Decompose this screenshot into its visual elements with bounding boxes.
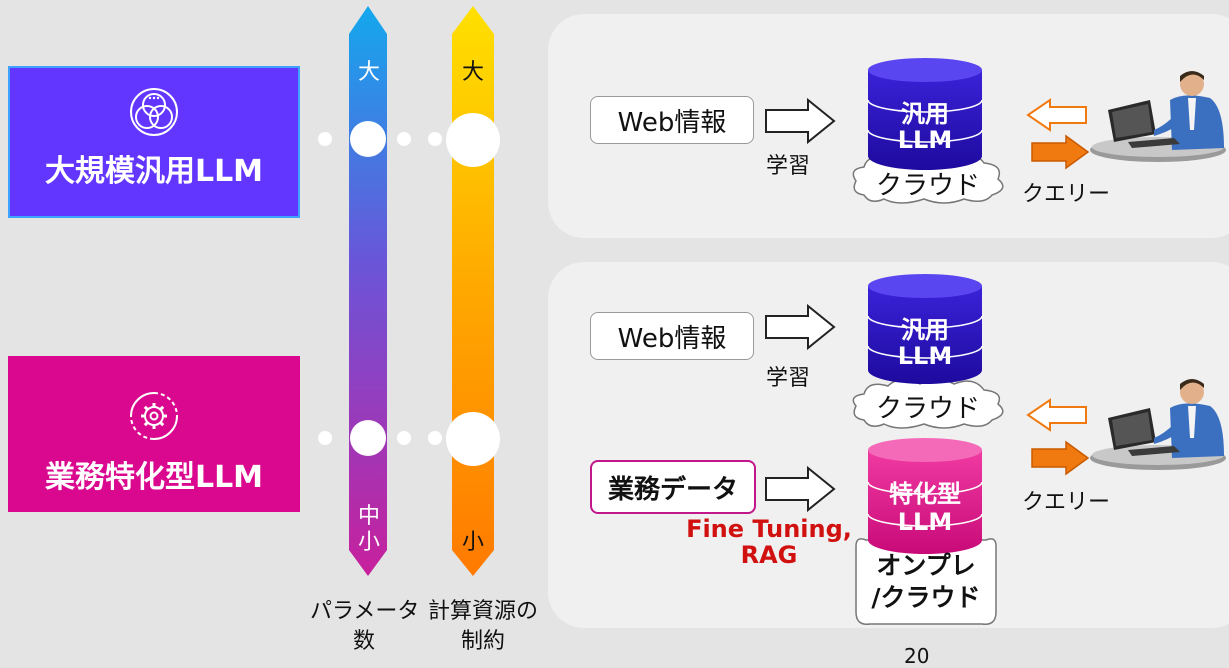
parameter-scale-label: パラメータ 数 [310, 597, 420, 657]
host-line: オンプレ [876, 551, 976, 580]
parameter-marker-specific [350, 420, 386, 456]
parameter-scale-bar [349, 6, 387, 576]
database-general-llm-icon [867, 58, 983, 170]
web-info-box: Web情報 [590, 96, 754, 144]
query-arrow-icon [1031, 440, 1090, 476]
label-line: パラメータ [310, 599, 420, 624]
gear-cycle-icon [130, 392, 178, 440]
category-label: 大規模汎用LLM [44, 154, 264, 189]
label-line: 数 [352, 629, 375, 654]
method-line: Fine Tuning, [686, 515, 852, 543]
connector-dot [428, 431, 442, 445]
category-specific-llm: 業務特化型LLM [8, 356, 300, 512]
connector-dot [428, 132, 442, 146]
db-label-line1: 汎用 [901, 316, 949, 344]
connector-dot [397, 431, 411, 445]
compute-scale-label: 計算資源の 制約 [418, 597, 548, 657]
cloud-label: クラウド [876, 394, 981, 424]
learn-label: 学習 [766, 154, 811, 179]
response-arrow-icon [1026, 398, 1087, 432]
category-label: 業務特化型LLM [44, 460, 264, 495]
db-label-line2: LLM [897, 126, 953, 154]
parameter-marker-general [350, 121, 386, 157]
web-info-box: Web情報 [590, 312, 754, 360]
finetune-arrow-icon [765, 466, 836, 512]
page-number: 20 [904, 644, 930, 668]
compute-marker-specific [446, 412, 500, 466]
compute-marker-general [446, 113, 500, 167]
query-label: クエリー [1022, 490, 1111, 515]
parameter-scale-mid: 中 [358, 504, 381, 529]
query-label: クエリー [1022, 182, 1111, 207]
compute-scale-high: 大 [462, 60, 485, 85]
connector-dot [397, 132, 411, 146]
compute-scale-low: 小 [462, 530, 485, 555]
learn-arrow-icon [765, 304, 836, 350]
compute-scale-bar [452, 6, 494, 576]
learn-label: 学習 [766, 366, 811, 391]
user-at-computer-icon [1090, 379, 1226, 470]
label-line: 計算資源の [427, 599, 538, 624]
learn-arrow-icon [765, 98, 836, 144]
database-general-llm-icon [867, 274, 983, 384]
database-specific-llm-icon [867, 438, 983, 554]
response-arrow-icon [1026, 98, 1087, 132]
cloud-label: クラウド [876, 171, 981, 201]
onprem-cloud-box [855, 538, 997, 625]
business-data-box: 業務データ [590, 460, 756, 514]
parameter-scale-high: 大 [358, 60, 381, 85]
connector-dot [318, 132, 332, 146]
db-label-line1: 特化型 [889, 480, 961, 508]
method-label: Fine Tuning, RAG [676, 516, 862, 568]
cloud-icon [852, 378, 1004, 429]
method-line: RAG [740, 541, 798, 569]
db-label-line1: 汎用 [901, 100, 949, 128]
connector-dot [318, 431, 332, 445]
query-arrow-icon [1031, 134, 1090, 170]
host-line: /クラウド [871, 583, 981, 612]
onprem-cloud-label: オンプレ /クラウド [856, 550, 996, 614]
db-label-line2: LLM [897, 508, 953, 536]
parameter-scale-low: 小 [358, 530, 381, 555]
venn-circles-icon [130, 88, 178, 136]
category-general-llm: 大規模汎用LLM [8, 66, 300, 218]
db-label-line2: LLM [897, 342, 953, 370]
user-at-computer-icon [1090, 71, 1226, 162]
label-line: 制約 [460, 629, 505, 654]
